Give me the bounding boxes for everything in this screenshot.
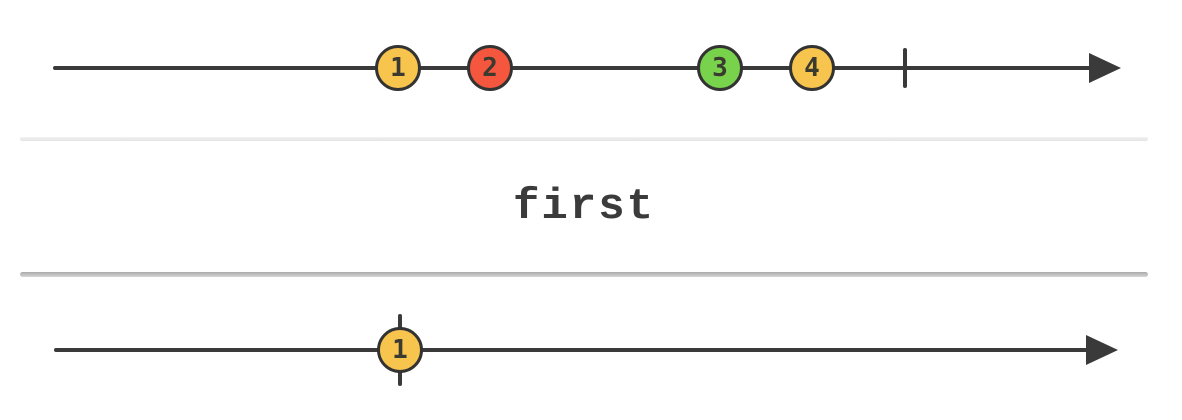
input-marble-4-label: 4 <box>804 53 820 83</box>
operator-box-top-edge <box>20 137 1148 141</box>
input-marble-1[interactable]: 1 <box>375 45 421 91</box>
input-marble-2-label: 2 <box>482 53 498 83</box>
output-marble-1-label: 1 <box>392 335 408 365</box>
output-marble-1: 1 <box>377 327 423 373</box>
operator-label: first <box>512 181 656 232</box>
input-marble-3-label: 3 <box>712 53 728 83</box>
input-arrowhead-icon <box>1089 53 1121 83</box>
input-marble-3[interactable]: 3 <box>697 45 743 91</box>
output-arrowhead-icon <box>1086 335 1118 365</box>
input-marble-1-label: 1 <box>390 53 406 83</box>
operator-box-bottom-edge <box>20 272 1148 277</box>
input-marble-4[interactable]: 4 <box>789 45 835 91</box>
input-timeline-line <box>53 66 1093 70</box>
input-complete-tick[interactable] <box>903 48 907 88</box>
input-marble-2[interactable]: 2 <box>467 45 513 91</box>
operator-box: first <box>20 141 1148 272</box>
output-timeline-line <box>54 348 1090 352</box>
